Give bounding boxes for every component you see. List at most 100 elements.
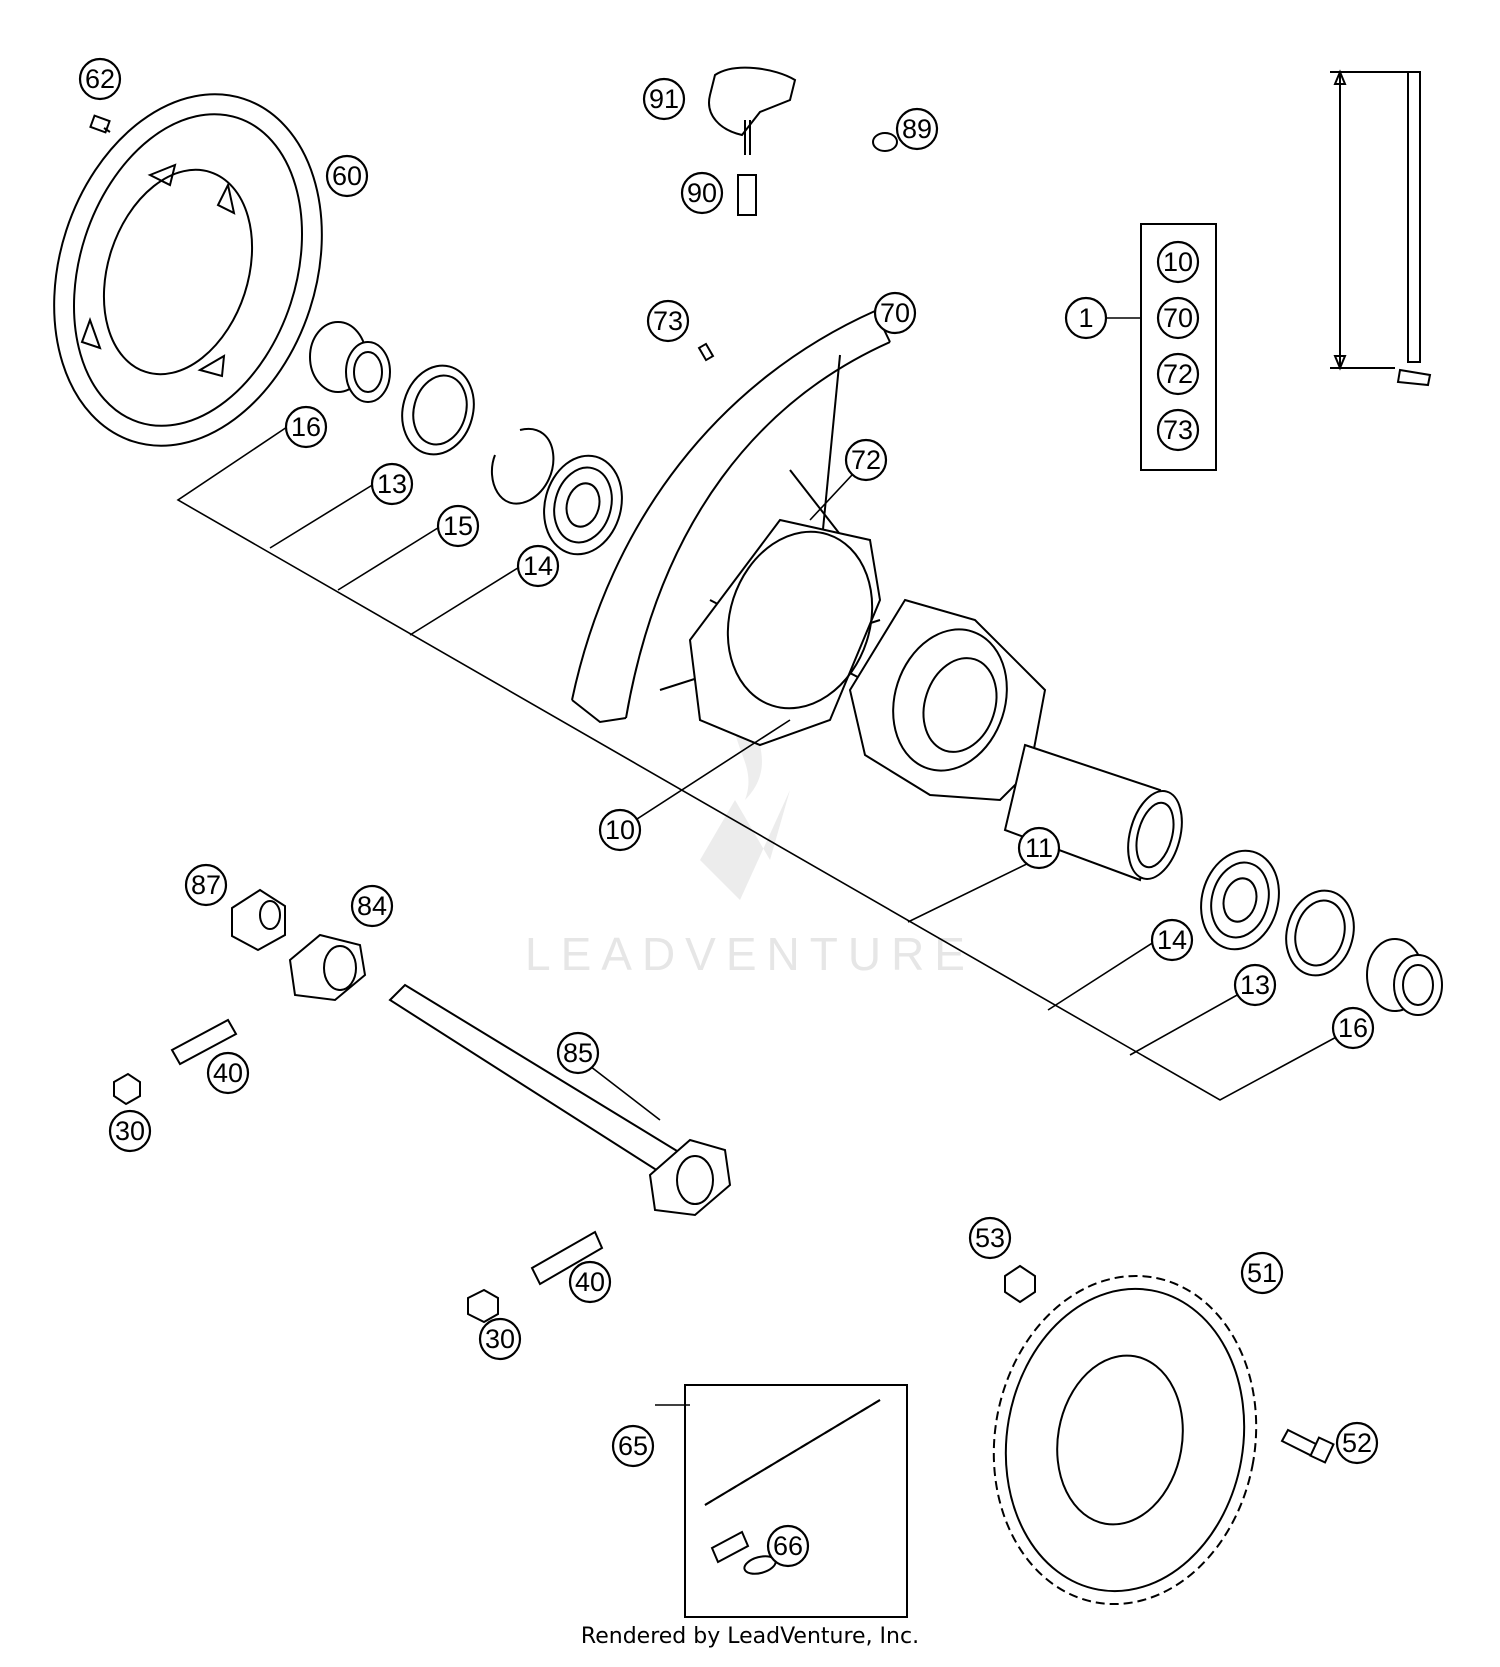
kit-callout-73[interactable]: 73 (1156, 408, 1200, 452)
callout-14[interactable]: 14 (1150, 918, 1194, 962)
rear-axle (388, 983, 732, 1217)
callout-label: 85 (563, 1038, 593, 1068)
callout-30[interactable]: 30 (478, 1317, 522, 1361)
callout-10[interactable]: 10 (598, 808, 642, 852)
callout-label: 62 (85, 64, 115, 94)
callout-label: 14 (1157, 925, 1187, 955)
callout-13[interactable]: 13 (370, 462, 414, 506)
shaft-seal-left (401, 364, 475, 456)
callout-66[interactable]: 66 (766, 1524, 810, 1568)
callout-label: 87 (191, 870, 221, 900)
callout-85[interactable]: 85 (556, 1031, 600, 1075)
callout-label: 16 (1338, 1013, 1368, 1043)
callout-51[interactable]: 51 (1240, 1251, 1284, 1295)
callout-65[interactable]: 65 (611, 1424, 655, 1468)
callout-label: 40 (575, 1267, 605, 1297)
callout-73[interactable]: 73 (646, 299, 690, 343)
rim-lock-cap (872, 132, 898, 152)
callout-87[interactable]: 87 (184, 863, 228, 907)
callout-label: 91 (649, 84, 679, 114)
callout-15[interactable]: 15 (436, 504, 480, 548)
callout-label: 52 (1342, 1428, 1372, 1458)
callout-label: 72 (851, 445, 881, 475)
callout-label: 89 (902, 114, 932, 144)
callout-70[interactable]: 70 (873, 291, 917, 335)
bearing-right (1200, 849, 1280, 951)
callout-label: 14 (523, 551, 553, 581)
callout-label: 84 (357, 891, 387, 921)
callout-13[interactable]: 13 (1233, 963, 1277, 1007)
spacer-left (309, 321, 391, 403)
callout-label: 72 (1163, 359, 1193, 389)
lock-nut-right (467, 1288, 499, 1324)
callout-label: 70 (880, 298, 910, 328)
callout-label: 11 (1025, 833, 1053, 863)
sprocket-bolt (1280, 1428, 1335, 1464)
rear-hub (688, 518, 1047, 802)
spoke-dimension (1330, 69, 1432, 387)
spoke-nipple (697, 342, 715, 362)
callout-91[interactable]: 91 (642, 77, 686, 121)
kit-callout-10[interactable]: 10 (1156, 240, 1200, 284)
callout-label: 66 (773, 1531, 803, 1561)
brake-disc (53, 93, 323, 447)
callout-label: 53 (975, 1223, 1005, 1253)
chain-adjuster-left (288, 933, 367, 1002)
bearing-left (543, 454, 623, 556)
callout-11[interactable]: 11 (1017, 826, 1061, 870)
callout-30[interactable]: 30 (108, 1109, 152, 1153)
rim-lock (708, 66, 797, 155)
adjusting-screw-left (170, 1018, 238, 1066)
callout-89[interactable]: 89 (895, 107, 939, 151)
callout-label: 70 (1163, 303, 1193, 333)
axle-nut (231, 888, 286, 952)
callout-label: 13 (1240, 970, 1270, 1000)
adjusting-screw-right (530, 1230, 604, 1286)
rim-lock-nut (737, 174, 757, 216)
callout-1[interactable]: 1 (1064, 296, 1108, 340)
watermark-text: LEADVENTURE (525, 928, 975, 980)
callout-60[interactable]: 60 (325, 154, 369, 198)
callout-40[interactable]: 40 (206, 1051, 250, 1095)
rear-sprocket (992, 1274, 1258, 1606)
kit-box (1106, 223, 1217, 471)
callout-label: 51 (1247, 1258, 1277, 1288)
callout-40[interactable]: 40 (568, 1260, 612, 1304)
callout-62[interactable]: 62 (78, 57, 122, 101)
callout-16[interactable]: 16 (1331, 1006, 1375, 1050)
callout-53[interactable]: 53 (968, 1216, 1012, 1260)
callout-label: 65 (618, 1431, 648, 1461)
disc-bolt (89, 114, 111, 134)
callout-label: 60 (332, 161, 362, 191)
callout-label: 40 (213, 1058, 243, 1088)
callout-16[interactable]: 16 (284, 405, 328, 449)
callout-label: 73 (653, 306, 683, 336)
callout-label: 10 (1163, 247, 1193, 277)
watermark: LEADVENTURE (525, 700, 975, 980)
chain-master-link (710, 1530, 777, 1575)
callout-72[interactable]: 72 (844, 438, 888, 482)
lock-nut-left (113, 1072, 141, 1106)
sprocket-nut (1004, 1264, 1036, 1304)
callout-90[interactable]: 90 (680, 171, 724, 215)
callout-52[interactable]: 52 (1335, 1421, 1379, 1465)
callout-14[interactable]: 14 (516, 544, 560, 588)
callout-label: 90 (687, 178, 717, 208)
spacer-right (1366, 938, 1443, 1016)
callout-label: 30 (485, 1324, 515, 1354)
callout-label: 30 (115, 1116, 145, 1146)
callout-label: 10 (605, 815, 635, 845)
callout-label: 15 (443, 511, 473, 541)
callout-84[interactable]: 84 (350, 884, 394, 928)
callout-label: 13 (377, 469, 407, 499)
circlip (490, 427, 555, 505)
kit-callout-70[interactable]: 70 (1156, 296, 1200, 340)
footer-credit: Rendered by LeadVenture, Inc. (580, 1624, 920, 1649)
callout-label: 1 (1078, 303, 1093, 333)
spacer-tube (1003, 743, 1183, 882)
callout-label: 16 (291, 412, 321, 442)
kit-callout-72[interactable]: 72 (1156, 352, 1200, 396)
shaft-seal-right (1285, 889, 1355, 977)
callout-label: 73 (1163, 415, 1193, 445)
